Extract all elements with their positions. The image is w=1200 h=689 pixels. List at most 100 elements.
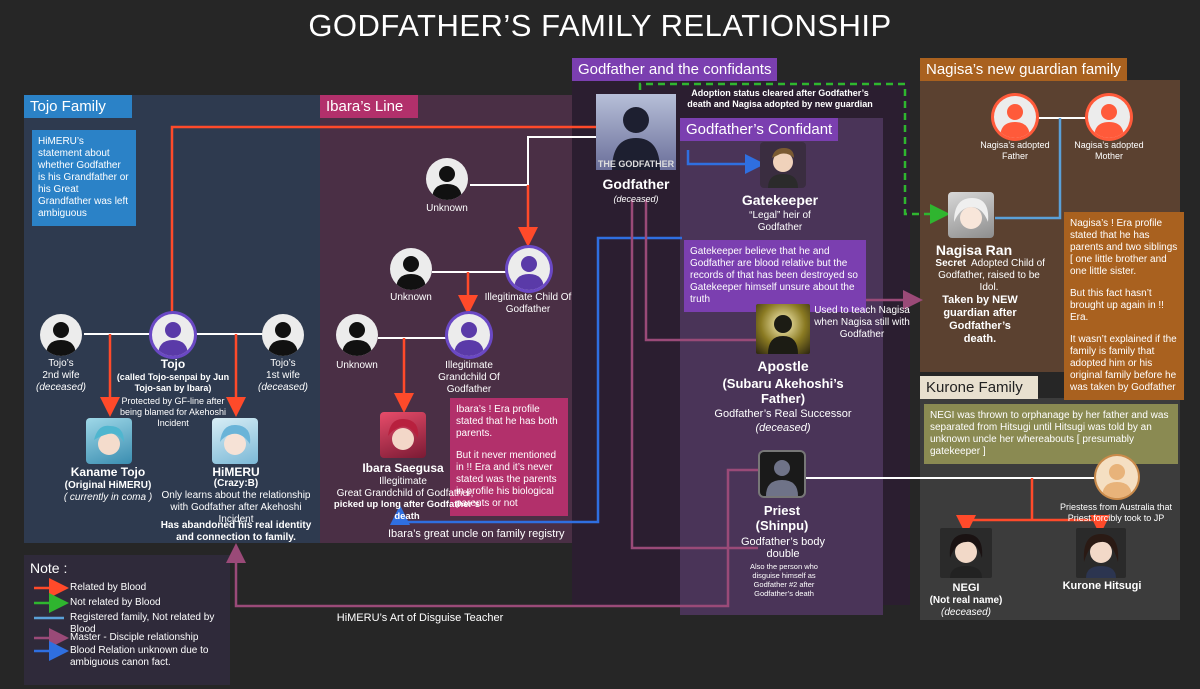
godfather-header: Godfather and the confidants xyxy=(572,58,778,81)
diagram-title: GODFATHER’S FAMILY RELATIONSHIP xyxy=(308,8,892,43)
illegitimate-child-avatar xyxy=(508,248,550,290)
unknown-3-avatar xyxy=(336,314,378,356)
nagisa-adopted-father-label: Nagisa’s adopted Father xyxy=(980,140,1050,161)
ibara-note-p2: But it never mentioned in !! Era and it’… xyxy=(456,450,557,509)
person-silhouette-icon xyxy=(342,322,372,356)
person-silhouette-icon xyxy=(432,166,462,200)
himeru-desc: Only learns about the relationship with … xyxy=(161,490,311,525)
person-silhouette-icon xyxy=(1102,464,1132,498)
himeru-name: HiMERU xyxy=(212,465,260,479)
kaname-portrait xyxy=(86,418,132,464)
nagisa-adopted-mother-avatar xyxy=(1088,96,1130,138)
person-silhouette-icon xyxy=(158,322,188,356)
apostle-desc: Godfather’s Real Successor xyxy=(714,408,852,420)
hitsugi-name: Kurone Hitsugi xyxy=(1062,580,1142,592)
apostle-status: (deceased) xyxy=(755,422,811,434)
line-godfather-apostle xyxy=(644,200,756,342)
negi-status: (deceased) xyxy=(940,607,992,618)
negi-alias: (Not real name) xyxy=(929,595,1003,606)
legend-title: Note : xyxy=(30,560,68,576)
confidant-header: Godfather’s Confidant xyxy=(680,118,839,141)
tojo-2nd-wife-role: 2nd wife xyxy=(42,370,80,381)
disguise-teacher-label: HiMERU’s Art of Disguise Teacher xyxy=(336,612,504,624)
hitsugi-character-icon xyxy=(1083,534,1119,578)
priest-alias: (Shinpu) xyxy=(755,518,809,533)
priest-name: Priest xyxy=(763,503,801,518)
nagisa-character-icon xyxy=(954,198,989,229)
nagisa-note-p1: Nagisa’s ! Era profile stated that he ha… xyxy=(1070,218,1178,277)
negi-name: NEGI xyxy=(952,582,980,594)
unknown-1-avatar xyxy=(426,158,468,200)
kaname-status: ( currently in coma ) xyxy=(63,492,153,503)
illegitimate-child-label: Illegitimate Child Of Godfather xyxy=(484,292,572,315)
tojo-note: HiMERU’s statement about whether Godfath… xyxy=(32,130,136,226)
person-silhouette-icon xyxy=(268,322,298,356)
apostle-silhouette-icon xyxy=(768,315,798,354)
tojo-2nd-wife-avatar xyxy=(40,314,82,356)
tojo-desc: Protected by GF-line after being blamed … xyxy=(119,396,227,428)
nagisa-desc3: Taken by NEW guardian after Godfather’s … xyxy=(942,294,1018,345)
apostle-name: Apostle xyxy=(757,358,809,374)
ibara-line-header: Ibara’s Line xyxy=(320,95,418,118)
ibara-role: Illegitimate xyxy=(379,476,427,487)
kurone-note: NEGI was thrown to orphanage by her fath… xyxy=(924,404,1178,464)
gatekeeper-portrait xyxy=(760,142,806,188)
nagisa-desc2: Adopted Child of Godfather, raised to be… xyxy=(938,258,1045,293)
godfather-name: Godfather xyxy=(602,176,670,192)
hitsugi-portrait xyxy=(1076,528,1126,578)
line-godfather-tojo xyxy=(170,125,596,312)
unknown-2-label: Unknown xyxy=(390,292,432,303)
kaname-name: Kaname Tojo xyxy=(70,465,146,479)
nagisa-name: Nagisa Ran xyxy=(935,242,1013,258)
kurone-family-header: Kurone Family xyxy=(920,376,1038,399)
person-silhouette-icon xyxy=(1000,104,1030,138)
person-silhouette-icon xyxy=(396,256,426,290)
priestess-avatar xyxy=(1096,456,1138,498)
godfather-portrait xyxy=(596,94,676,170)
godfather-silhouette-icon xyxy=(612,107,660,170)
unknown-2-avatar xyxy=(390,248,432,290)
priest-desc: Godfather’s body double xyxy=(741,536,825,560)
gatekeeper-name: Gatekeeper xyxy=(741,192,819,208)
person-silhouette-icon xyxy=(514,256,544,290)
ibara-great-uncle-label: Ibara’s great uncle on family registry xyxy=(388,528,565,540)
nagisa-desc1: Secret xyxy=(935,258,966,269)
nagisa-note-p3: It wasn’t explained if the family is fam… xyxy=(1070,334,1177,393)
gatekeeper-desc: “Legal” heir of Godfather xyxy=(749,210,811,233)
tojo-1st-wife-role: 1st wife xyxy=(266,370,300,381)
priest-desc2: Also the person who disguise himself as … xyxy=(750,562,818,598)
ibara-note-p1: Ibara’s ! Era profile stated that he has… xyxy=(456,404,558,439)
nagisa-portrait xyxy=(948,192,994,238)
nagisa-note: Nagisa’s ! Era profile stated that he ha… xyxy=(1064,212,1184,400)
ibara-portrait xyxy=(380,412,426,458)
line-godfather-priest xyxy=(630,200,758,550)
ibara-desc2: picked up long after Godfather’s death xyxy=(333,499,481,522)
illegitimate-grandchild-avatar xyxy=(448,314,490,356)
nagisa-family-header: Nagisa’s new guardian family xyxy=(920,58,1127,81)
ibara-name: Ibara Saegusa xyxy=(362,461,444,475)
person-silhouette-icon xyxy=(454,322,484,356)
illegitimate-grandchild-label: Illegitimate Grandchild Of Godfather xyxy=(438,360,500,395)
priestess-label: Priestess from Australia that Priest for… xyxy=(1059,502,1173,523)
himeru-alias: (Crazy:B) xyxy=(213,478,259,489)
tojo-1st-wife-name: Tojo’s xyxy=(270,358,296,369)
tojo-alias: (called Tojo-senpai by Jun Tojo-san by I… xyxy=(116,372,230,393)
gatekeeper-character-icon xyxy=(768,148,798,188)
himeru-portrait xyxy=(212,418,258,464)
nagisa-adopted-mother-label: Nagisa’s adopted Mother xyxy=(1074,140,1144,161)
apostle-alias: (Subaru Akehoshi’s Father) xyxy=(722,376,844,406)
gatekeeper-note: Gatekeeper believe that he and Godfather… xyxy=(684,240,866,312)
apostle-teach-note: Used to teach Nagisa when Nagisa still w… xyxy=(814,305,910,340)
unknown-3-label: Unknown xyxy=(336,360,378,371)
adoption-note: Adoption status cleared after Godfather’… xyxy=(687,88,873,109)
negi-portrait xyxy=(940,528,992,578)
legend-panel xyxy=(24,555,230,685)
godfather-badge: THE GODFATHER xyxy=(597,159,675,169)
negi-character-icon xyxy=(949,534,983,578)
himeru-desc2: Has abandoned his real identity and conn… xyxy=(160,520,312,543)
tojo-2nd-wife-status: (deceased) xyxy=(35,382,87,393)
priest-avatar xyxy=(760,452,804,496)
tojo-avatar xyxy=(152,314,194,356)
line-godfather-unknown xyxy=(470,136,596,186)
